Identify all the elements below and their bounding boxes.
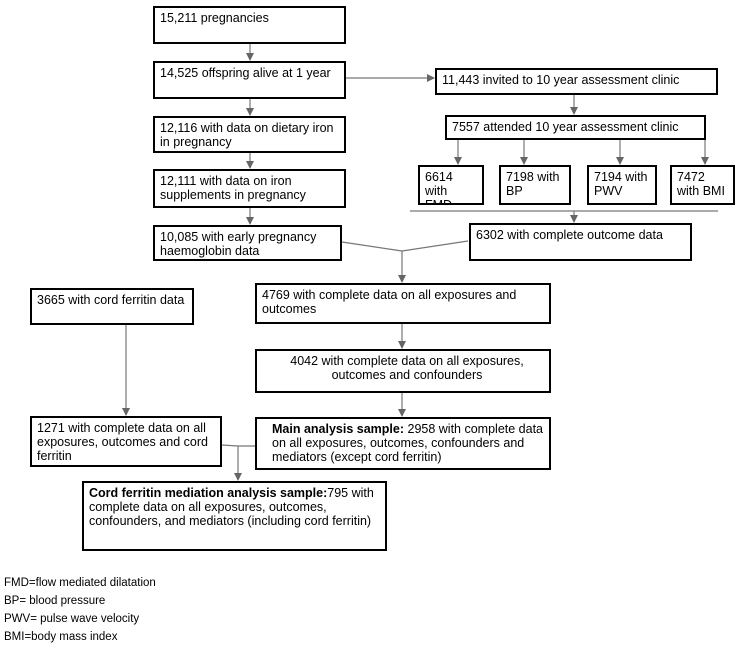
- box-iron-supplements-text: 12,111 with data on iron supplements in …: [160, 174, 306, 202]
- box-bp: 7198 with BP: [499, 165, 571, 205]
- box-complete-confounders: 4042 with complete data on all exposures…: [255, 349, 551, 393]
- legend-fmd: FMD=flow mediated dilatation: [4, 577, 156, 589]
- box-cord-complete: 1271 with complete data on all exposures…: [30, 416, 222, 467]
- cord-mediation-sample-heading: Cord ferritin mediation analysis sample:: [89, 486, 328, 500]
- main-analysis-sample-heading: Main analysis sample:: [272, 422, 405, 436]
- box-cord-mediation-sample: Cord ferritin mediation analysis sample:…: [82, 481, 387, 551]
- box-pwv-text: 7194 with PWV: [594, 170, 648, 198]
- box-cord-ferritin-data: 3665 with cord ferritin data: [30, 288, 194, 325]
- cord-mediation-sample-text: 795 with complete data on all exposures,…: [89, 486, 374, 528]
- box-complete-confounders-text: 4042 with complete data on all exposures…: [290, 354, 524, 382]
- main-analysis-sample-text: 2958 with complete data on all exposures…: [272, 422, 543, 464]
- box-cord-ferritin-data-text: 3665 with cord ferritin data: [37, 293, 185, 307]
- legend-pwv: PWV= pulse wave velocity: [4, 613, 140, 625]
- box-dietary-iron-text: 12,116 with data on dietary iron in preg…: [160, 121, 334, 149]
- legend-bmi: BMI=body mass index: [4, 631, 118, 643]
- box-fmd: 6614 with FMD: [418, 165, 484, 205]
- box-pregnancies-text: 15,211 pregnancies: [160, 11, 269, 25]
- box-iron-supplements: 12,111 with data on iron supplements in …: [153, 169, 346, 208]
- box-complete-exposures-outcomes: 4769 with complete data on all exposures…: [255, 283, 551, 324]
- box-attended: 7557 attended 10 year assessment clinic: [445, 115, 706, 140]
- box-bp-text: 7198 with BP: [506, 170, 560, 198]
- abbreviation-legend: FMD=flow mediated dilatation BP= blood p…: [4, 574, 156, 646]
- box-main-analysis-sample: Main analysis sample: 2958 with complete…: [255, 417, 551, 470]
- box-invited-text: 11,443 invited to 10 year assessment cli…: [442, 73, 680, 87]
- box-attended-text: 7557 attended 10 year assessment clinic: [452, 120, 679, 134]
- box-haemoglobin-text: 10,085 with early pregnancy haemoglobin …: [160, 230, 317, 258]
- box-fmd-text: 6614 with FMD: [425, 170, 453, 205]
- box-bmi-text: 7472 with BMI: [677, 170, 725, 198]
- box-pwv: 7194 with PWV: [587, 165, 657, 205]
- box-offspring: 14,525 offspring alive at 1 year: [153, 61, 346, 99]
- box-complete-exposures-outcomes-text: 4769 with complete data on all exposures…: [262, 288, 517, 316]
- box-dietary-iron: 12,116 with data on dietary iron in preg…: [153, 116, 346, 153]
- box-cord-complete-text: 1271 with complete data on all exposures…: [37, 421, 208, 463]
- box-bmi: 7472 with BMI: [670, 165, 735, 205]
- box-pregnancies: 15,211 pregnancies: [153, 6, 346, 44]
- box-complete-outcome-text: 6302 with complete outcome data: [476, 228, 663, 242]
- legend-bp: BP= blood pressure: [4, 595, 106, 607]
- box-haemoglobin: 10,085 with early pregnancy haemoglobin …: [153, 225, 342, 261]
- box-invited: 11,443 invited to 10 year assessment cli…: [435, 68, 718, 95]
- box-complete-outcome: 6302 with complete outcome data: [469, 223, 692, 261]
- box-offspring-text: 14,525 offspring alive at 1 year: [160, 66, 331, 80]
